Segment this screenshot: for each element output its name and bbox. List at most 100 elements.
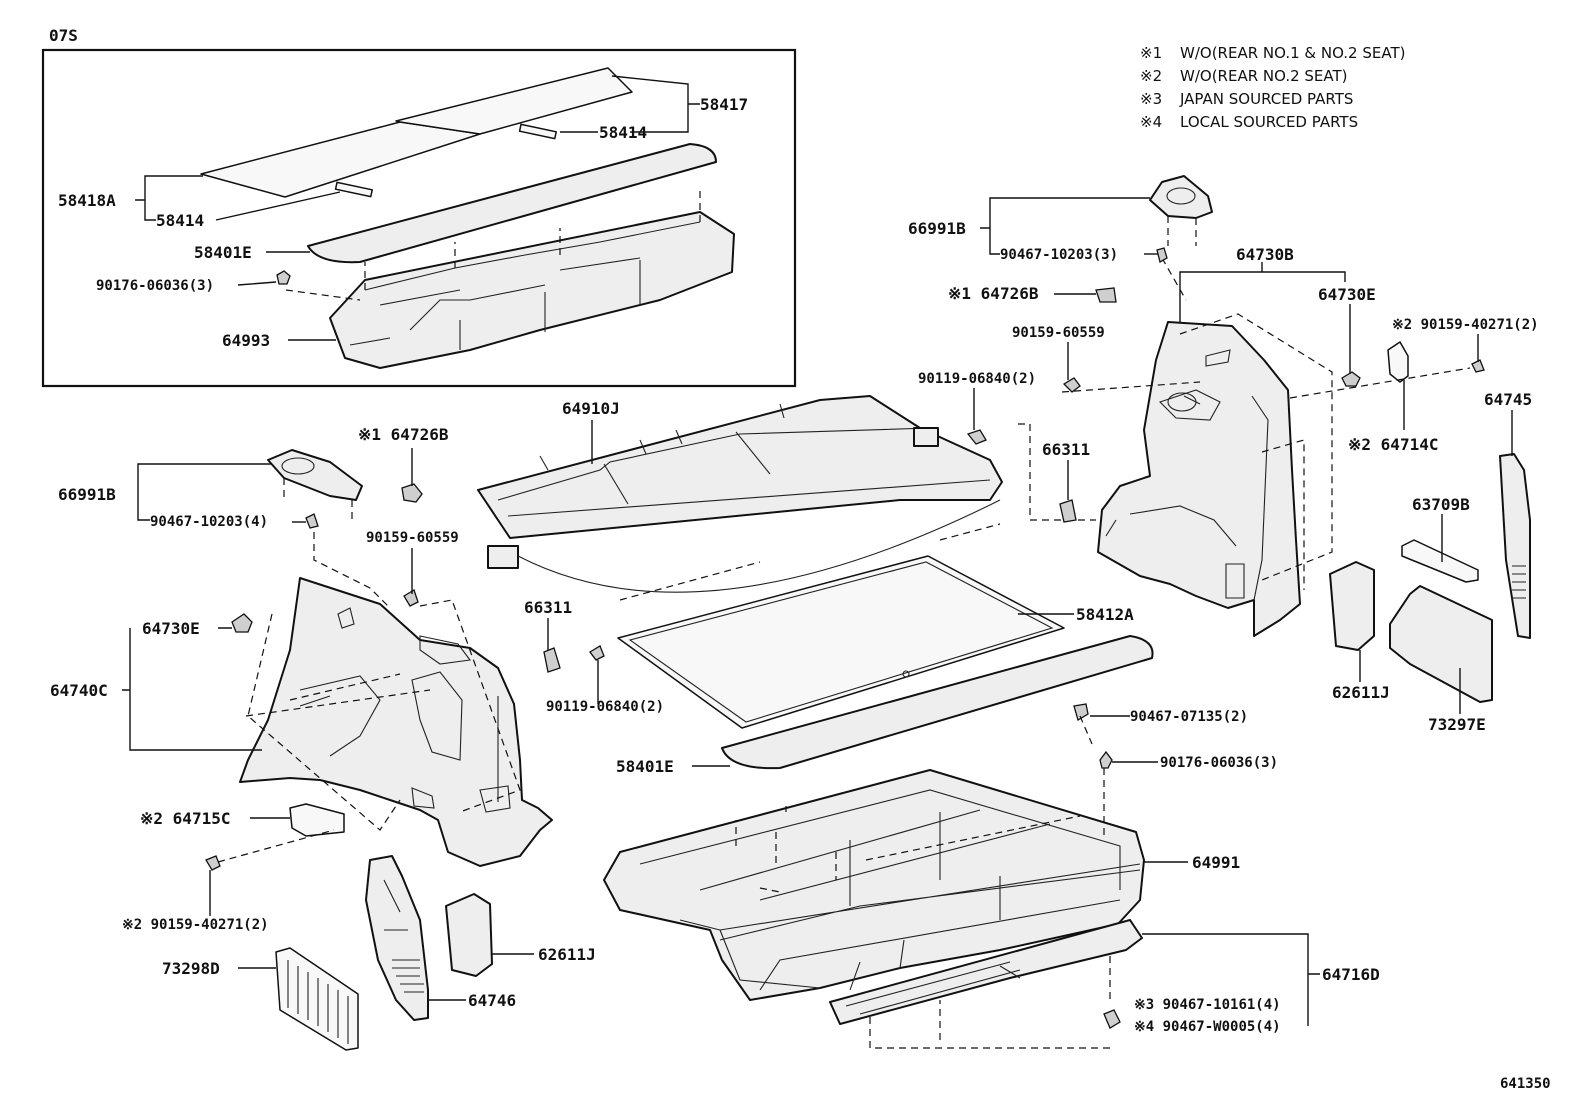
note-mark-4: ※4	[1140, 113, 1162, 131]
note-mark-3: ※3	[1140, 90, 1162, 108]
tonneau-cover	[477, 395, 1003, 539]
label-64745: 64745	[1484, 390, 1532, 409]
label-66311-l: 66311	[524, 598, 572, 617]
inset-frame	[41, 48, 797, 388]
strip-63709b	[1401, 539, 1479, 583]
label-64746: 64746	[468, 991, 516, 1010]
clip-90159-40271-l	[205, 855, 221, 871]
tray-inset-dashes	[364, 190, 701, 290]
inset-07s: 07S 58417 58414 58418A 58414 58401E 9017…	[41, 26, 797, 388]
quarter-trim-left-dash	[245, 599, 521, 831]
label-90159-60559-l: 90159-60559	[366, 530, 459, 546]
figure-number: 641350	[1500, 1076, 1551, 1092]
label-66991b-r: 66991B	[908, 219, 966, 238]
cover-plate-main	[721, 635, 1154, 770]
center-clip-dash	[1079, 715, 1105, 836]
leader-90176-inset	[237, 281, 277, 286]
label-64991: 64991	[1192, 853, 1240, 872]
cup-holder-left-ring	[281, 457, 315, 475]
label-66991b-l: 66991B	[58, 485, 116, 504]
clip-90159-60559-r	[1062, 377, 1081, 393]
notes-block: ※1 W/O(REAR NO.1 & NO.2 SEAT) ※2 W/O(REA…	[1140, 44, 1405, 131]
tonneau-arc	[517, 499, 1001, 593]
label-90467-07135: 90467-07135(2)	[1130, 709, 1248, 725]
note-mark-2: ※2	[1140, 67, 1162, 85]
clip-64726b-l	[401, 483, 423, 503]
grille-73298d-detail	[287, 960, 349, 1044]
clip-90119-r	[966, 429, 987, 445]
plug-62611j-l	[445, 893, 493, 977]
label-90119-r: 90119-06840(2)	[918, 371, 1036, 387]
trim-right-dash	[1018, 313, 1333, 590]
label-90119-l: 90119-06840(2)	[546, 699, 664, 715]
tonneau-dash	[619, 523, 1001, 601]
luggage-tray-main-detail	[639, 789, 1141, 991]
cover-plate-inset	[307, 143, 717, 264]
leader-58417	[611, 75, 700, 133]
note-text-3: JAPAN SOURCED PARTS	[1179, 90, 1353, 108]
note-text-2: W/O(REAR NO.2 SEAT)	[1180, 67, 1348, 85]
clip-66311-l	[543, 647, 561, 673]
label-73298d: 73298D	[162, 959, 220, 978]
label-62611j-l: 62611J	[538, 945, 596, 964]
tonneau-cover-detail	[497, 403, 991, 517]
plug-62611j-r	[1329, 561, 1375, 651]
right-side-assembly: 66991B 90467-10203(3) 64730B ※1 64726B 6…	[908, 175, 1539, 734]
clip-90119-l	[589, 645, 605, 661]
label-64730e-l: 64730E	[142, 619, 200, 638]
cup-holder-left-dash	[283, 478, 391, 609]
luggage-tray-inset-detail	[349, 221, 701, 350]
luggage-tray-inset	[329, 211, 735, 369]
label-90467-10161: ※3 90467-10161(4)	[1134, 997, 1281, 1013]
leader-64740c	[122, 627, 262, 751]
trim-right-hole	[1167, 392, 1197, 412]
label-58414-a: 58414	[599, 123, 647, 142]
clip-90159-60559-l	[403, 589, 419, 607]
deck-board-main	[617, 555, 1065, 729]
clip-66991b-l	[305, 513, 319, 529]
label-73297e: 73297E	[1428, 715, 1486, 734]
clip-64730e-r	[1341, 371, 1361, 387]
label-58417: 58417	[700, 95, 748, 114]
label-64910j: 64910J	[562, 399, 620, 418]
side-panel-64745-detail	[1512, 565, 1526, 599]
leader-64730b	[1179, 262, 1346, 322]
deck-board-main-inner	[628, 561, 1054, 723]
label-64715c: ※2 64715C	[140, 809, 230, 828]
label-64993: 64993	[222, 331, 270, 350]
cover-73297e	[1389, 585, 1493, 703]
label-64716d: 64716D	[1322, 965, 1380, 984]
scuff-plate-detail	[845, 961, 1021, 1015]
clip-66311-r	[1059, 499, 1077, 523]
label-63709b: 63709B	[1412, 495, 1470, 514]
tonneau-end-cap-l	[487, 545, 519, 569]
quarter-trim-right	[1097, 321, 1301, 637]
cup-holder-right-ring	[1166, 187, 1196, 205]
label-64740c: 64740C	[50, 681, 108, 700]
clip-90467-10161	[1103, 1009, 1121, 1029]
label-90176-inset: 90176-06036(3)	[96, 278, 214, 294]
center-assembly: 64910J 66311 90119-06840(2) 58412A 90467…	[477, 395, 1380, 1049]
label-64726b-l: ※1 64726B	[358, 425, 449, 444]
leader-58418a	[135, 175, 203, 221]
tray-main-dash	[735, 806, 1111, 1049]
note-text-4: LOCAL SOURCED PARTS	[1180, 113, 1358, 131]
label-90159-60559-r: 90159-60559	[1012, 325, 1105, 341]
board-strap-b	[334, 181, 373, 198]
variant-label: 07S	[49, 26, 78, 45]
label-64726b-r: ※1 64726B	[948, 284, 1039, 303]
label-58401e-inset: 58401E	[194, 243, 252, 262]
clip-90176-main	[1099, 750, 1113, 769]
leader-64716d	[1142, 933, 1320, 1026]
note-mark-1: ※1	[1140, 44, 1162, 62]
bracket-dash	[1289, 367, 1471, 399]
label-58418a: 58418A	[58, 191, 116, 210]
deck-board-right	[395, 67, 633, 135]
clip-90467-07135	[1073, 703, 1089, 721]
cup-holder-right	[1149, 175, 1213, 219]
quarter-trim-right-detail	[1105, 349, 1269, 601]
label-62611j-r: 62611J	[1332, 683, 1390, 702]
leader-58414-b	[215, 191, 341, 221]
label-64730b: 64730B	[1236, 245, 1294, 264]
